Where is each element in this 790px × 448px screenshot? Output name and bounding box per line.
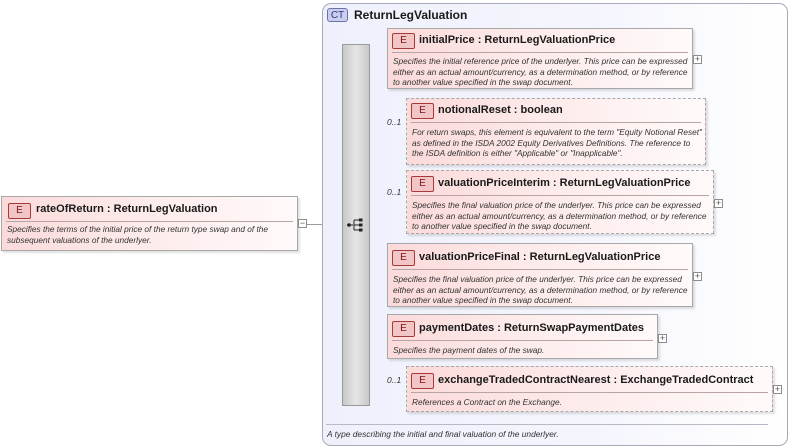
element-name: notionalReset : boolean (438, 104, 563, 116)
complex-type-badge: CT (327, 8, 348, 22)
element-badge: E (411, 103, 434, 119)
complex-type-divider (326, 424, 768, 425)
element-documentation: Specifies the initial reference price of… (393, 56, 688, 88)
expand-toggle[interactable]: + (658, 333, 667, 343)
element-badge: E (411, 373, 434, 389)
element-divider (392, 340, 653, 341)
element-badge: E (411, 176, 434, 192)
element-divider (411, 122, 701, 123)
collapse-toggle[interactable]: − (298, 218, 307, 228)
expand-toggle[interactable]: + (693, 271, 702, 281)
element-box-initialPrice[interactable]: E initialPrice : ReturnLegValuationPrice… (387, 28, 693, 89)
element-documentation: References a Contract on the Exchange. (412, 397, 562, 407)
root-element-documentation: Specifies the terms of the initial price… (7, 224, 269, 245)
cardinality-label: 0..1 (387, 117, 402, 127)
element-name: valuationPriceInterim : ReturnLegValuati… (438, 177, 691, 189)
element-box-notionalReset[interactable]: E notionalReset : boolean For return swa… (406, 98, 706, 165)
element-badge: E (392, 250, 415, 266)
element-badge: E (392, 33, 415, 49)
root-connector-line (299, 224, 342, 225)
element-badge: E (392, 321, 415, 337)
element-documentation: Specifies the final valuation price of t… (393, 274, 688, 306)
expand-toggle[interactable]: + (773, 384, 782, 394)
element-divider (392, 52, 688, 53)
expand-toggle[interactable]: + (693, 54, 702, 64)
element-box-valuationPriceFinal[interactable]: E valuationPriceFinal : ReturnLegValuati… (387, 243, 693, 307)
element-divider (6, 221, 293, 222)
element-name: paymentDates : ReturnSwapPaymentDates (419, 322, 644, 334)
complex-type-name: ReturnLegValuation (354, 8, 468, 22)
element-name: exchangeTradedContractNearest : Exchange… (438, 374, 754, 386)
element-badge: E (8, 203, 31, 219)
cardinality-label: 0..1 (387, 187, 402, 197)
element-box-paymentDates[interactable]: E paymentDates : ReturnSwapPaymentDates … (387, 314, 658, 359)
element-documentation: For return swaps, this element is equiva… (412, 127, 702, 159)
element-divider (392, 269, 688, 270)
root-element-box[interactable]: E rateOfReturn : ReturnLegValuation Spec… (1, 196, 298, 251)
sequence-compositor[interactable] (342, 44, 370, 406)
element-box-exchangeTradedContractNearest[interactable]: E exchangeTradedContractNearest : Exchan… (406, 366, 773, 412)
complex-type-documentation: A type describing the initial and final … (327, 429, 559, 439)
root-element-name: rateOfReturn : ReturnLegValuation (36, 203, 218, 215)
element-divider (411, 392, 768, 393)
expand-toggle[interactable]: + (714, 198, 723, 208)
element-box-valuationPriceInterim[interactable]: E valuationPriceInterim : ReturnLegValua… (406, 170, 714, 234)
element-documentation: Specifies the payment dates of the swap. (393, 345, 545, 355)
element-documentation: Specifies the final valuation price of t… (412, 200, 707, 232)
element-name: initialPrice : ReturnLegValuationPrice (419, 34, 616, 46)
element-name: valuationPriceFinal : ReturnLegValuation… (419, 251, 661, 263)
sequence-icon (347, 218, 363, 232)
element-divider (411, 195, 709, 196)
cardinality-label: 0..1 (387, 375, 402, 385)
